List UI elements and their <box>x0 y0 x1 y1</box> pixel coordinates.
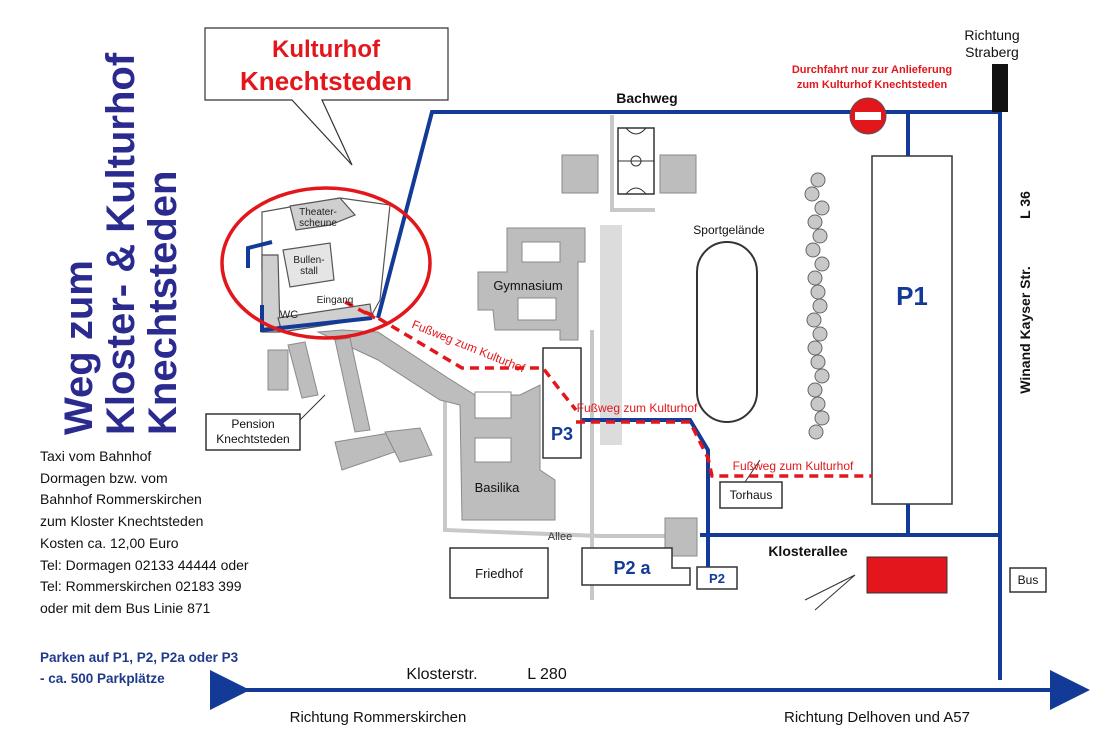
footpath-lines <box>344 300 872 478</box>
page-title: Weg zum Kloster- & Kulturhof Knechtstede… <box>57 52 185 436</box>
theater-label-1: Theater- <box>299 207 337 218</box>
sports-court <box>617 127 655 195</box>
info-line: Taxi vom Bahnhof <box>40 448 152 464</box>
kulturhof-callout-box <box>204 27 449 166</box>
north-direction-line2: Straberg <box>965 44 1019 60</box>
parking-lots <box>205 155 1047 599</box>
kulturhof-highlight-circle <box>220 186 432 340</box>
p3-label: P3 <box>551 424 573 444</box>
taxi-info: Taxi vom Bahnhof Dormagen bzw. vom Bahnh… <box>40 446 249 620</box>
bullenstall-label-2: stall <box>300 266 318 277</box>
eingang-label: Eingang <box>317 295 354 306</box>
p2a-label: P2 a <box>613 558 651 578</box>
p2a-lot <box>581 547 691 586</box>
callout-line1: Kulturhof <box>272 36 381 63</box>
l280-label: L 280 <box>527 666 567 683</box>
info-line: Bahnhof Rommerskirchen <box>40 491 202 508</box>
torhaus-label: Torhaus <box>730 488 773 502</box>
info-line: Kosten ca. 12,00 Euro <box>40 534 179 551</box>
friedhof-box <box>449 547 549 599</box>
winand-kayser-label: Winand Kayser Str. <box>1017 266 1033 393</box>
klosterallee-label: Klosterallee <box>768 543 848 559</box>
no-entry-sign-icon <box>849 97 887 135</box>
footpath-label-3: Fußweg zum Kulturhof <box>733 459 854 473</box>
parking-note-line: - ca. 500 Parkplätze <box>40 671 165 686</box>
info-line: zum Kloster Knechtsteden <box>40 513 204 530</box>
l36-label: L 36 <box>1017 191 1033 219</box>
pension-label-2: Knechtsteden <box>216 432 289 446</box>
info-line: oder mit dem Bus Linie 871 <box>40 599 211 616</box>
running-track <box>696 241 758 423</box>
basilika-label: Basilika <box>475 480 521 495</box>
tree-row <box>804 172 830 440</box>
red-building <box>866 556 948 594</box>
bullenstall-label-1: Bullen- <box>293 255 324 266</box>
p2-label: P2 <box>709 571 725 586</box>
blue-routes <box>246 110 1002 680</box>
allee-label: Allee <box>548 531 572 543</box>
gymnasium-label: Gymnasium <box>493 278 562 293</box>
gray-strip <box>600 225 622 445</box>
kulturhof-complex <box>261 197 391 333</box>
p1-lot <box>871 155 953 505</box>
callout-line2: Knechtsteden <box>240 66 412 96</box>
north-direction-line1: Richtung <box>964 27 1019 43</box>
title-line-3: Knechtsteden <box>141 171 185 436</box>
p2-lot <box>696 566 738 590</box>
notice-line2: zum Kulturhof Knechtsteden <box>797 79 948 91</box>
footpath-label-2: Fußweg zum Kulturhof <box>577 401 698 415</box>
bachweg-label: Bachweg <box>616 90 677 106</box>
p3-lot <box>542 347 582 459</box>
info-line: Dormagen bzw. vom <box>40 469 168 486</box>
east-direction: Richtung Delhoven und A57 <box>784 709 970 726</box>
pension-label-1: Pension <box>231 417 274 431</box>
pension-box <box>205 413 301 451</box>
torhaus-box <box>719 481 783 509</box>
theater-label-2: scheune <box>299 218 337 229</box>
wc-label: WC <box>280 309 298 321</box>
notice-line1: Durchfahrt nur zur Anlieferung <box>792 64 952 76</box>
parking-note-line: Parken auf P1, P2, P2a oder P3 <box>40 650 239 665</box>
p1-label: P1 <box>896 281 928 311</box>
straberg-road <box>992 64 1008 112</box>
info-line: Tel: Dormagen 02133 44444 oder <box>40 556 249 573</box>
west-direction: Richtung Rommerskirchen <box>290 709 467 726</box>
building-windows <box>474 241 561 463</box>
parking-note: Parken auf P1, P2, P2a oder P3 - ca. 500… <box>40 647 238 689</box>
bus-box <box>1009 567 1047 593</box>
info-line: Tel: Rommerskirchen 02183 399 <box>40 578 242 595</box>
sportgelaende-label: Sportgelände <box>693 223 765 237</box>
title-line-2: Kloster- & Kulturhof <box>99 52 143 435</box>
bus-label: Bus <box>1018 573 1039 587</box>
title-line-1: Weg zum <box>57 260 101 435</box>
friedhof-label: Friedhof <box>475 566 523 581</box>
klosterstr-label: Klosterstr. <box>406 666 477 683</box>
